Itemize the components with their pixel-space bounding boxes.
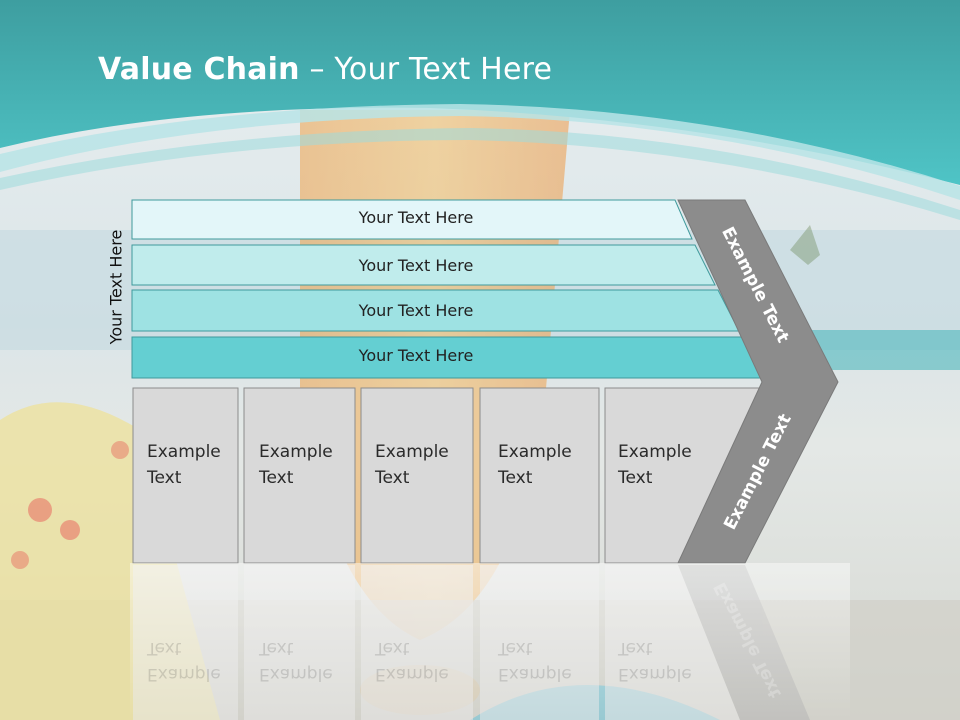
box-1-reflection-line-2: Text — [147, 638, 182, 658]
box-1-reflection-line-1: Example — [147, 664, 221, 684]
box-3-line-1: Example — [375, 442, 449, 462]
box-1-reflection: Example Text — [147, 635, 247, 687]
box-4-line-1: Example — [498, 442, 572, 462]
box-5-text: Example Text — [618, 439, 718, 491]
box-4-text: Example Text — [498, 439, 598, 491]
box-4-reflection: Example Text — [498, 635, 598, 687]
box-3-reflection-line-2: Text — [375, 638, 410, 658]
box-5-reflection: Example Text — [618, 635, 718, 687]
box-2-reflection-line-2: Text — [259, 638, 294, 658]
box-3[interactable] — [360, 387, 474, 564]
box-5-reflection-line-1: Example — [618, 664, 692, 684]
bar-3-label: Your Text Here — [358, 301, 474, 320]
box-3-line-2: Text — [375, 468, 410, 488]
box-2-reflection: Example Text — [259, 635, 359, 687]
box-2-reflection-line-1: Example — [259, 664, 333, 684]
bar-1-label: Your Text Here — [358, 208, 474, 227]
bar-4-label: Your Text Here — [358, 346, 474, 365]
box-5-line-1: Example — [618, 442, 692, 462]
box-1-text: Example Text — [147, 439, 247, 491]
box-1-line-2: Text — [147, 468, 182, 488]
title-bold: Value Chain — [98, 52, 300, 87]
box-1[interactable] — [132, 387, 239, 564]
bar-2-label: Your Text Here — [358, 256, 474, 275]
box-1-line-1: Example — [147, 442, 221, 462]
box-4-reflection-line-2: Text — [498, 638, 533, 658]
box-4-reflection-line-1: Example — [498, 664, 572, 684]
title-rest: – Your Text Here — [299, 52, 553, 87]
box-2-text: Example Text — [259, 439, 359, 491]
box-5-reflection-line-2: Text — [618, 638, 653, 658]
box-5-line-2: Text — [618, 468, 653, 488]
box-3-reflection: Example Text — [375, 635, 475, 687]
box-3-reflection-line-1: Example — [375, 664, 449, 684]
bar-1[interactable] — [131, 199, 693, 240]
box-3-text: Example Text — [375, 439, 475, 491]
side-label: Your Text Here — [106, 229, 126, 345]
box-4-line-2: Text — [498, 468, 533, 488]
box-2[interactable] — [243, 387, 356, 564]
box-2-line-1: Example — [259, 442, 333, 462]
bar-2[interactable] — [131, 244, 716, 286]
slide-title: Value Chain – Your Text Here — [98, 52, 552, 87]
box-2-line-2: Text — [259, 468, 294, 488]
box-4[interactable] — [479, 387, 600, 564]
